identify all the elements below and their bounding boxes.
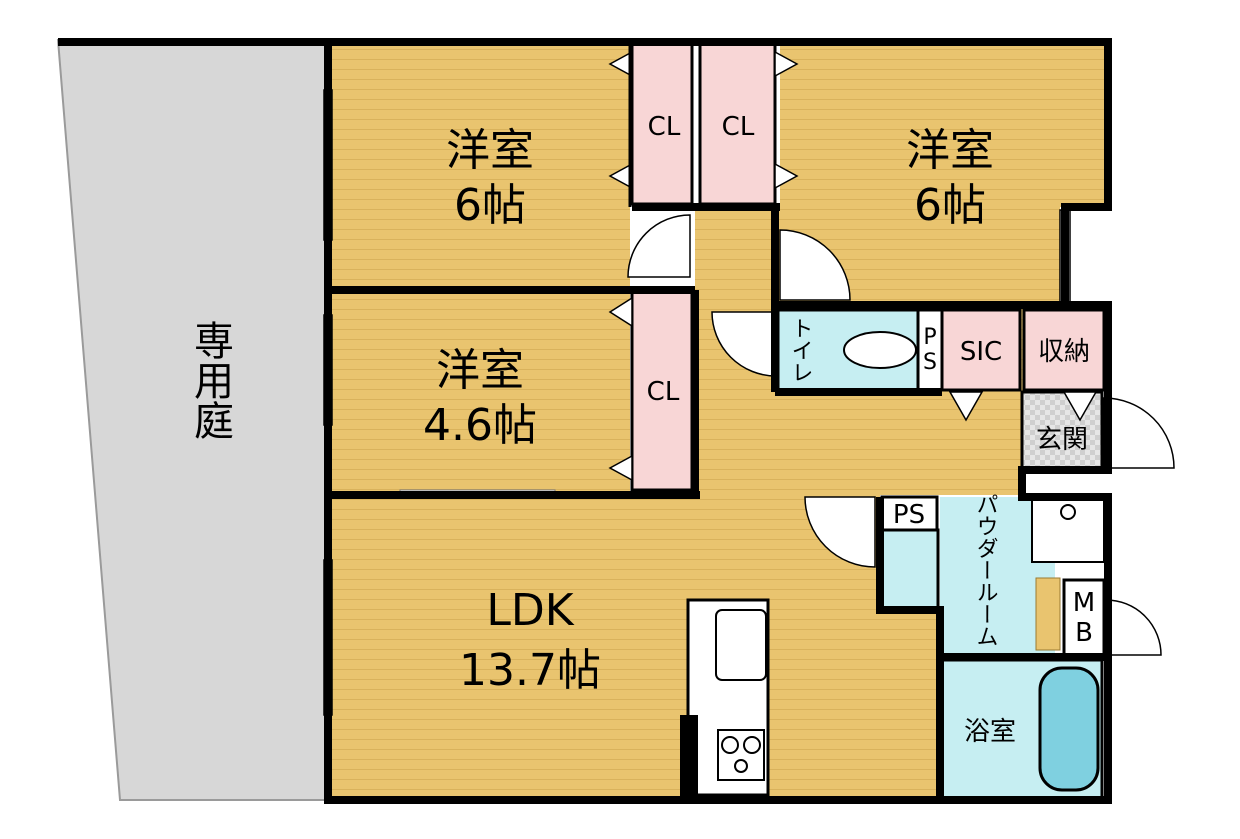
closet-door-marker (608, 162, 633, 190)
closet-label-3: CL (647, 377, 680, 407)
bathtub (1038, 666, 1100, 792)
toilet-label: トイレ (788, 317, 813, 383)
closet-door-marker (774, 162, 799, 190)
closet-door-marker (608, 50, 633, 78)
room-mid-name: 洋室 (436, 345, 524, 396)
closet-3 (630, 290, 694, 492)
floor-room-east (780, 42, 1110, 207)
storage-door-marker (1062, 391, 1098, 422)
burner-1 (721, 736, 739, 754)
room-east-size: 6帖 (914, 180, 986, 231)
door-swing-entrance (1103, 397, 1175, 469)
door-swing-west (627, 214, 691, 278)
closet-door-marker (774, 50, 799, 78)
washroom-counter (878, 528, 940, 612)
floor-room-west (330, 42, 630, 287)
room-west-name: 洋室 (446, 125, 534, 176)
door-swing-east (779, 229, 851, 301)
closet-label-2: CL (722, 112, 755, 142)
storage-label: 収納 (1038, 337, 1090, 367)
sic-label: SIC (960, 337, 1002, 367)
toilet-bowl (843, 331, 917, 369)
kitchen-sink (715, 609, 767, 681)
door-swing-mb (1105, 599, 1162, 656)
powder-room-label: パウダールーム (973, 493, 998, 647)
mb-label: MB (1069, 588, 1099, 648)
ps-bottom-label: PS (893, 500, 925, 530)
ps-top-label: PS (918, 325, 943, 375)
floor-room-mid (330, 290, 630, 495)
closet-label-1: CL (648, 112, 681, 142)
room-east-name: 洋室 (906, 125, 994, 176)
walls (58, 38, 1112, 804)
storage-area (1022, 308, 1106, 392)
ps-bottom-box (880, 495, 939, 532)
shelf (1035, 577, 1061, 651)
ldk-name: LDK (486, 585, 574, 636)
ldk-size: 13.7帖 (459, 645, 601, 696)
garden-label: 専用庭 (187, 320, 233, 440)
entrance-label: 玄関 (1036, 425, 1088, 455)
closet-door-marker (608, 296, 633, 328)
closet-2 (698, 42, 777, 206)
door-swing-powder (804, 496, 876, 568)
burner-3 (734, 759, 748, 773)
room-west-size: 6帖 (454, 180, 526, 231)
bathroom-label: 浴室 (964, 717, 1016, 747)
washer-drain (1060, 504, 1076, 520)
room-mid-size: 4.6帖 (423, 400, 537, 451)
floor-ldk (330, 495, 940, 800)
closet-door-marker (608, 454, 633, 482)
sic-door-marker (948, 391, 984, 422)
kitchen-column (680, 715, 698, 800)
sic-area (940, 308, 1022, 392)
burner-2 (743, 736, 761, 754)
